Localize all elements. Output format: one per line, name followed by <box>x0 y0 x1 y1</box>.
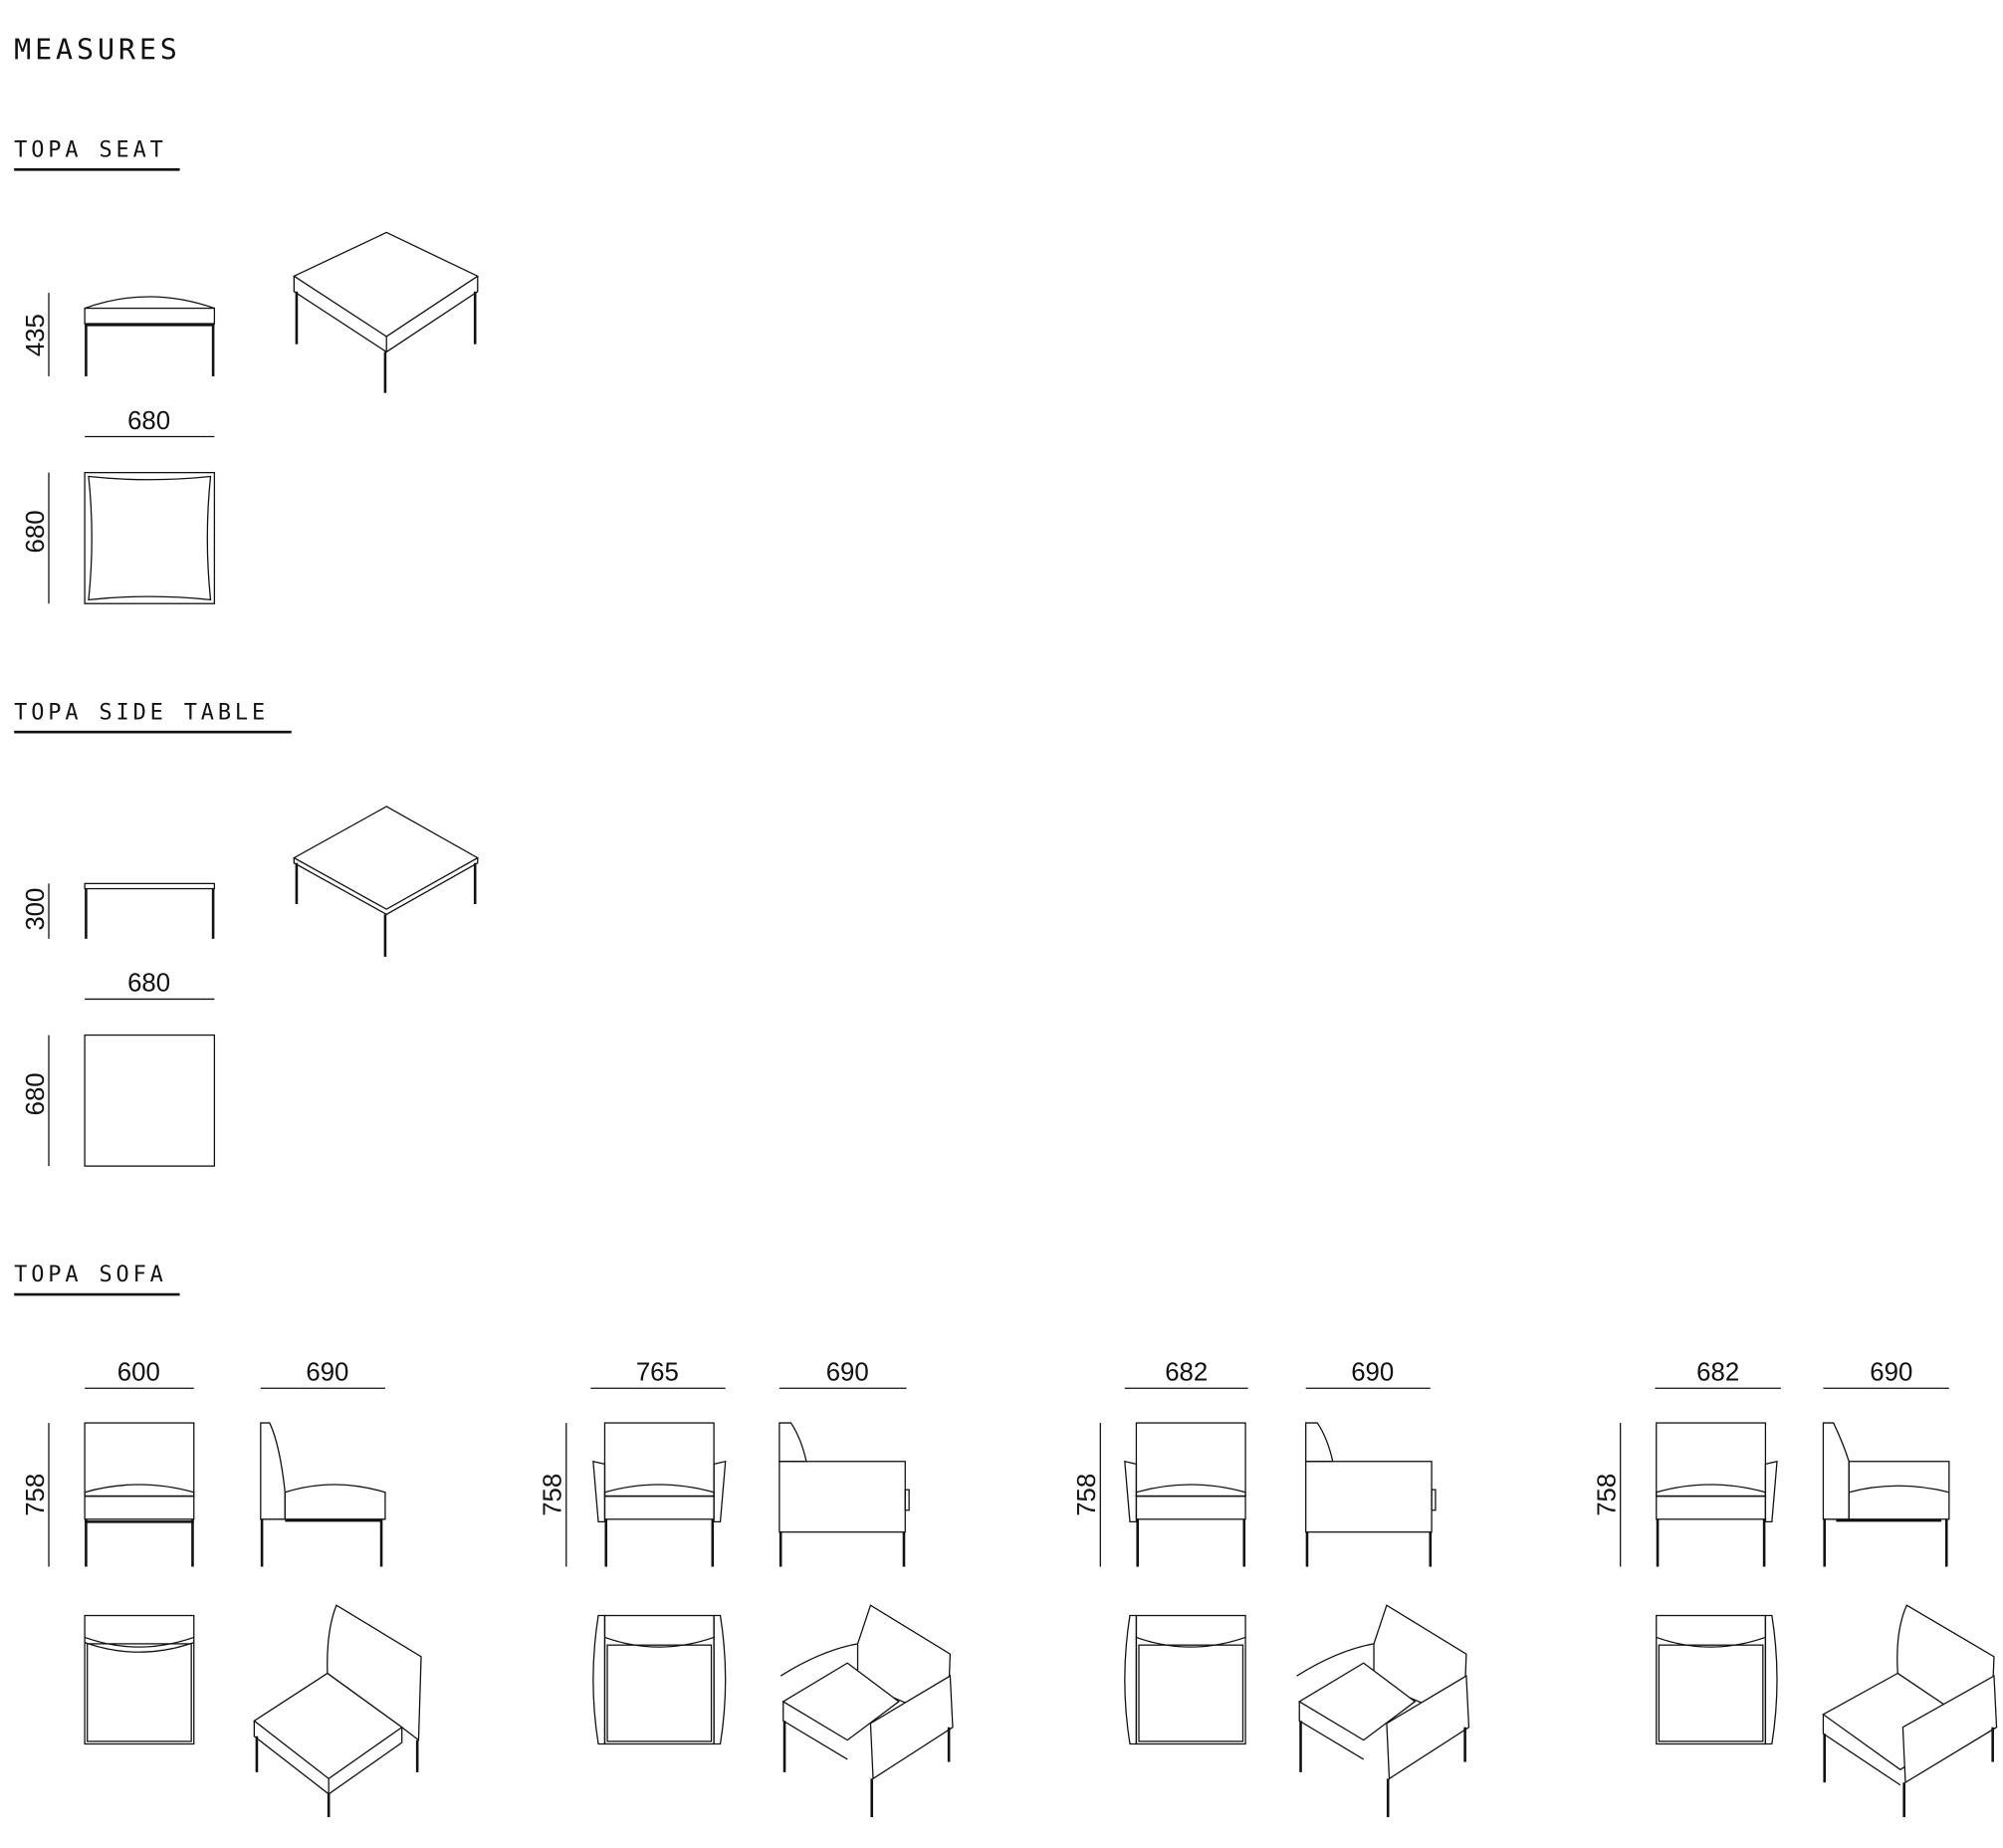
seat-iso-view <box>293 231 480 393</box>
sofa-2-plan-view <box>592 1614 727 1745</box>
seat-top-view <box>84 472 216 604</box>
sofa-3-width: 682 <box>1165 1359 1208 1387</box>
seat-height: 435 <box>22 314 50 356</box>
sofa-3-side-view <box>1304 1421 1438 1568</box>
side-table-depth: 680 <box>22 1072 50 1115</box>
sofa-2-front-view <box>591 1421 727 1568</box>
sofa-1-height: 758 <box>22 1474 50 1516</box>
side-table-top-view <box>84 1034 216 1167</box>
sofa-4-plan-view <box>1656 1614 1778 1745</box>
sofa-4-height: 758 <box>1593 1474 1621 1516</box>
side-table-iso-view <box>293 806 480 957</box>
seat-depth: 680 <box>22 510 50 553</box>
sofa-variant-2: 765 690 758 <box>540 1359 955 1819</box>
seat-front-view <box>84 296 216 376</box>
sofa-4-side-view <box>1822 1422 1950 1567</box>
page-title: MEASURES <box>14 33 181 66</box>
sofa-1-width: 600 <box>117 1359 160 1387</box>
side-table-height: 300 <box>22 888 50 931</box>
sofa-3-height: 758 <box>1073 1474 1101 1516</box>
sofa-1-depth: 690 <box>306 1359 348 1387</box>
sofa-4-width: 682 <box>1696 1359 1739 1387</box>
sofa-variant-4: 682 690 758 <box>1593 1359 1998 1818</box>
sofa-2-height: 758 <box>540 1474 567 1516</box>
sofa-2-side-view <box>778 1421 911 1568</box>
sofa-2-width: 765 <box>636 1359 679 1387</box>
sofa-4-iso-view <box>1822 1604 1998 1818</box>
sofa-3-plan-view <box>1124 1614 1246 1745</box>
sofa-3-iso-view <box>1295 1603 1470 1819</box>
sofa-1-plan-view <box>84 1614 195 1745</box>
section-title-side-table: TOPA SIDE TABLE <box>14 700 269 725</box>
section-title-sofa: TOPA SOFA <box>14 1263 167 1287</box>
side-table-front-view <box>84 882 216 939</box>
sofa-variant-1: 600 690 758 <box>22 1359 422 1818</box>
sofa-1-front-view <box>83 1421 196 1568</box>
sofa-variant-3: 682 690 758 <box>1073 1359 1470 1819</box>
section-title-seat: TOPA SEAT <box>14 137 167 162</box>
side-table-width: 680 <box>127 970 170 998</box>
sofa-2-depth: 690 <box>826 1359 869 1387</box>
sofa-1-iso-view <box>253 1604 422 1818</box>
sofa-1-side-view <box>260 1422 386 1567</box>
seat-width: 680 <box>127 407 170 435</box>
sofa-3-depth: 690 <box>1351 1359 1394 1387</box>
sofa-4-depth: 690 <box>1870 1359 1912 1387</box>
sofa-2-iso-view <box>779 1603 955 1819</box>
